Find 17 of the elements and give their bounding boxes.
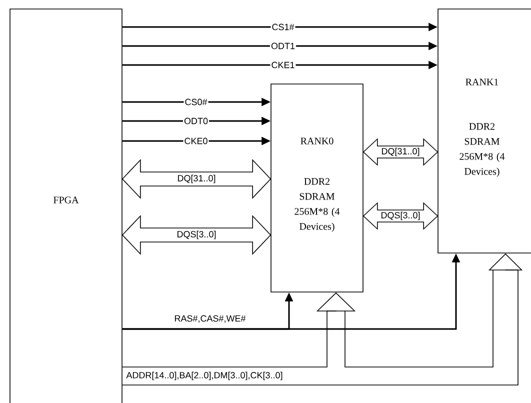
box-text: RANK1 — [466, 78, 498, 86]
edge-label: CS0# — [184, 98, 208, 106]
edge-label: DQ[31..0] — [176, 174, 217, 184]
edge-label: CKE1 — [270, 60, 296, 70]
edge-label: CS1# — [270, 22, 296, 32]
box-text: RANK0 — [300, 138, 334, 144]
edge-label: DQS[3..0] — [380, 210, 422, 222]
edge-label: ODT1 — [270, 42, 296, 50]
edge-label: DQS[3..0] — [176, 230, 218, 240]
box-text: DDR2 SDRAM 256M*8 (4 Devices) — [460, 123, 505, 177]
box-text: FPGA — [54, 196, 79, 204]
edge-label: RAS#,CAS#,WE# — [173, 314, 247, 324]
edge-label: ADDR[14..0],BA[2..0],DM[3..0],CK[3..0] — [125, 370, 284, 382]
edge-label: DQ[31..0] — [380, 146, 421, 158]
edge-label: ODT0 — [183, 116, 209, 126]
edge-label: CKE0 — [183, 136, 209, 146]
box-text: DDR2 SDRAM 256M*8 (4 Devices) — [294, 178, 340, 232]
